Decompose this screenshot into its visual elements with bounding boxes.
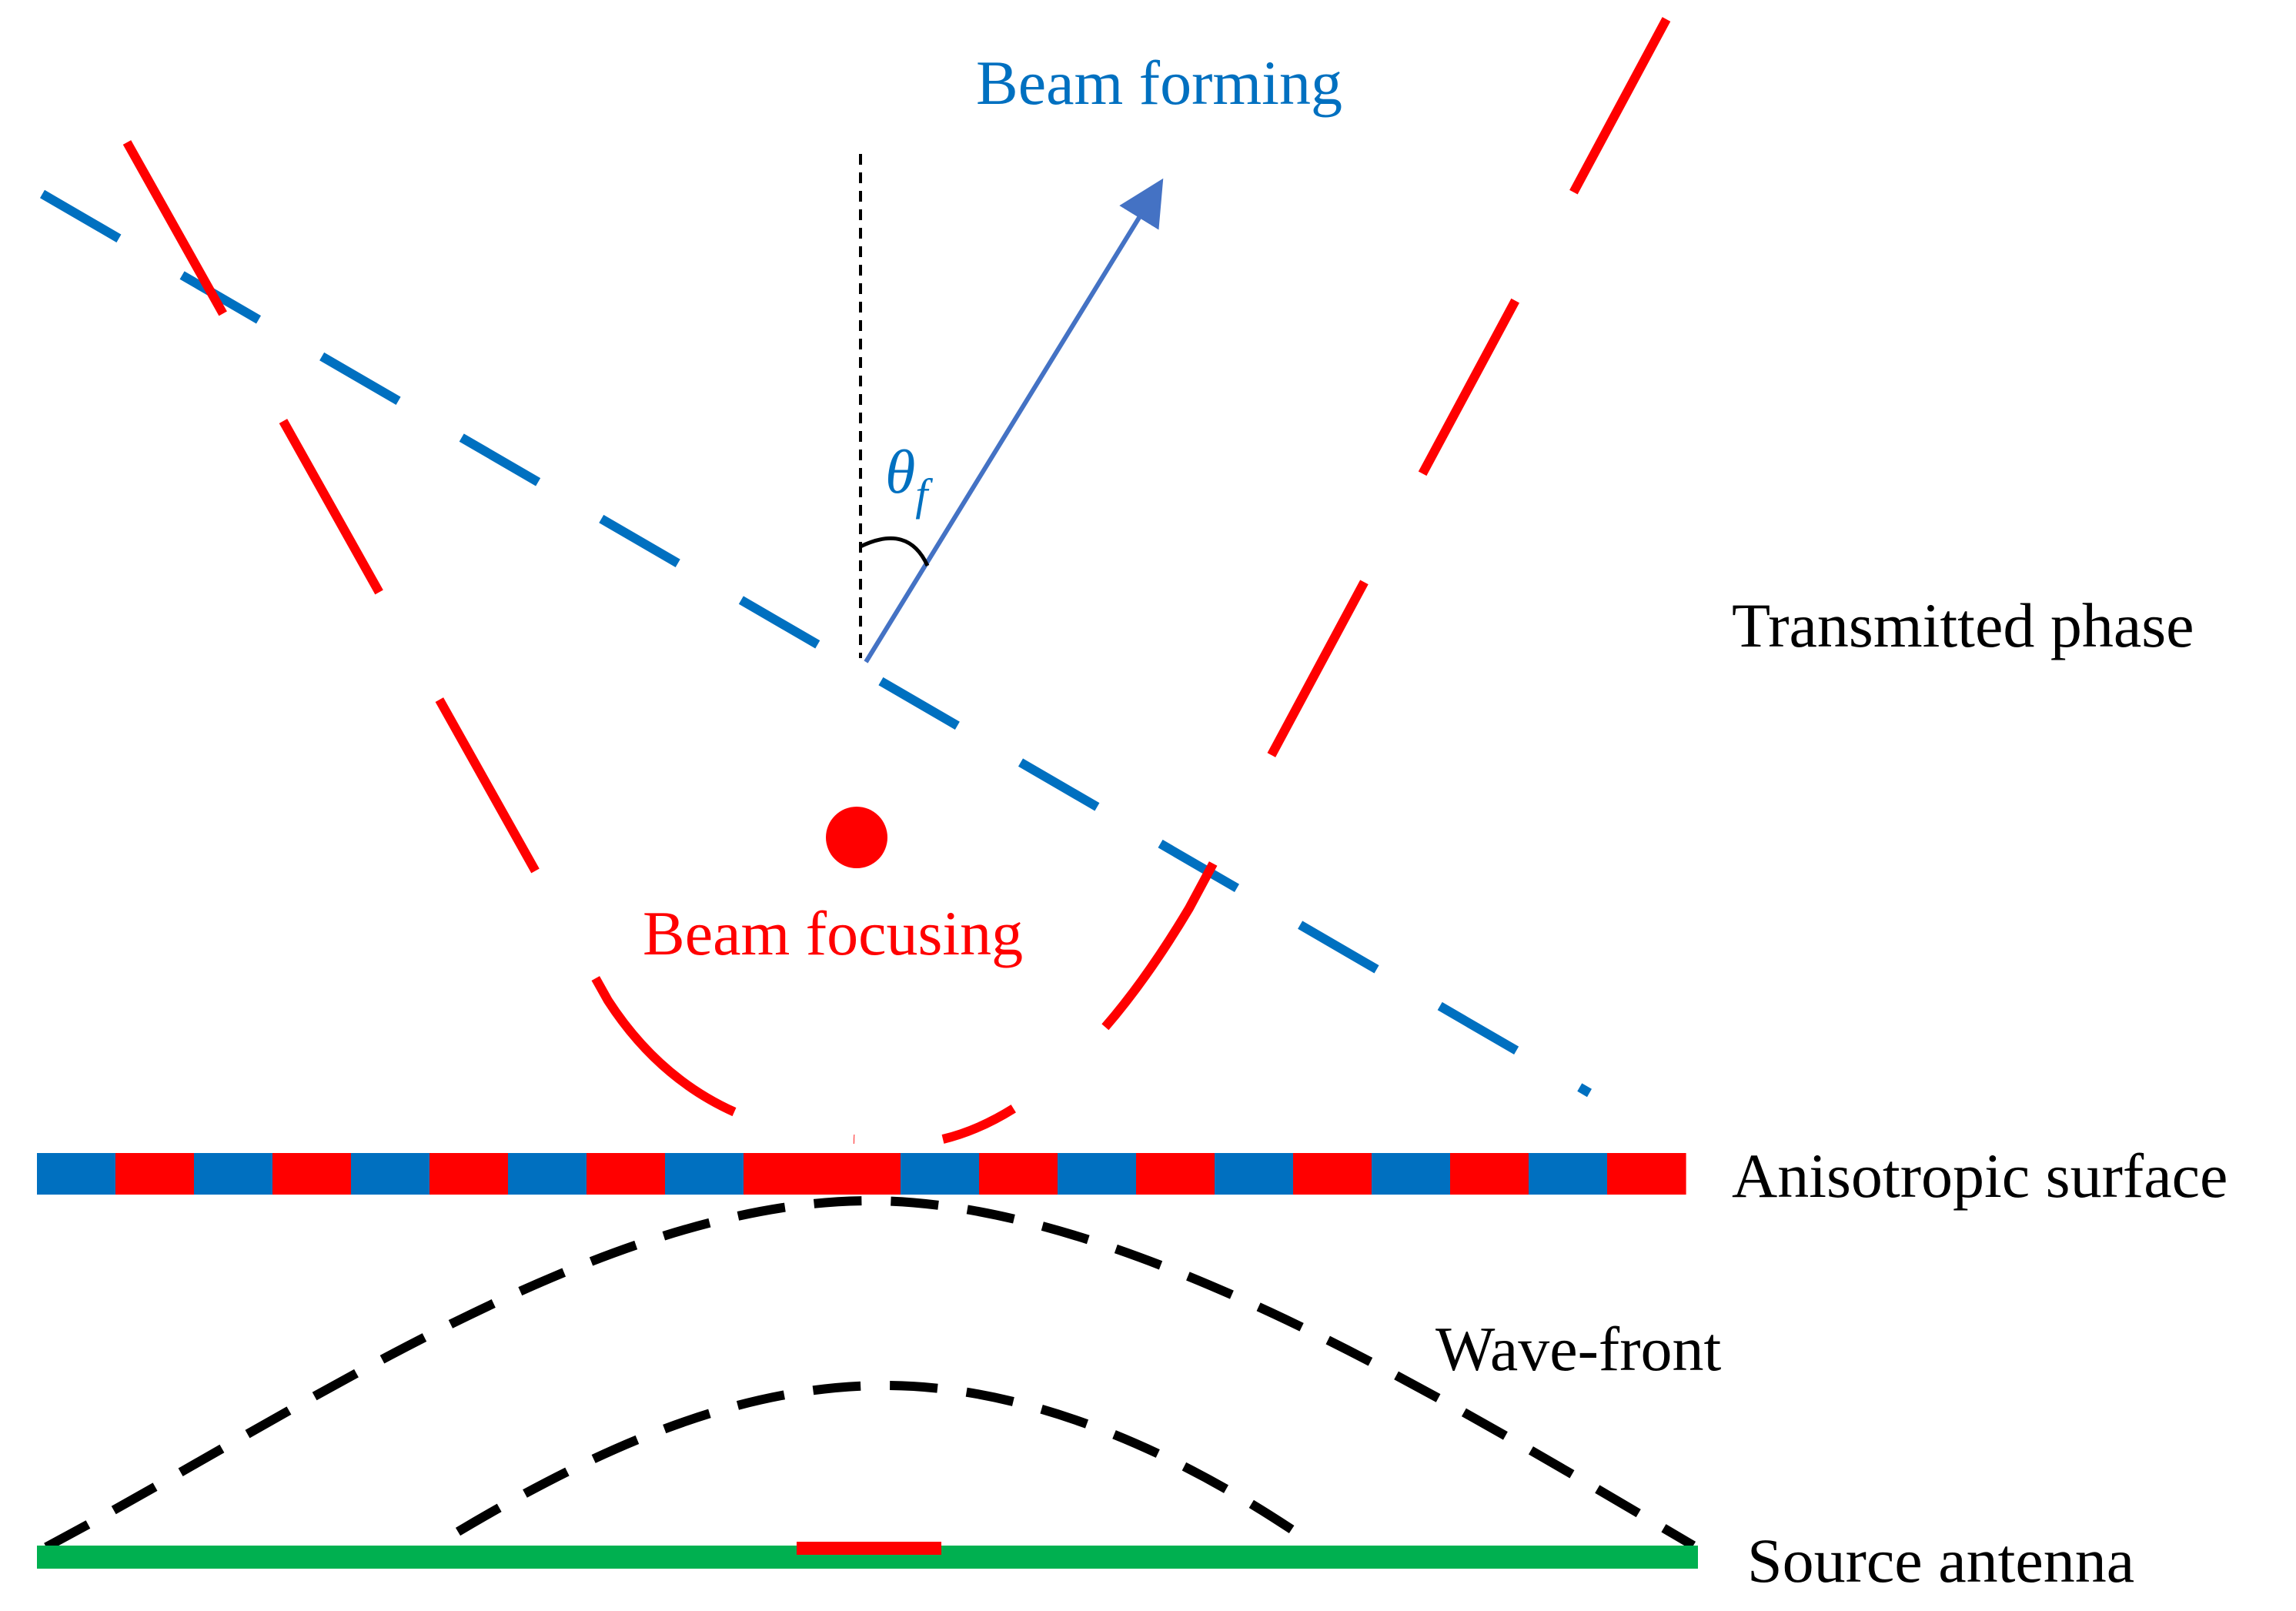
surface-cell-red xyxy=(1293,1153,1372,1195)
anisotropic-surface xyxy=(37,1153,1686,1195)
surface-cell-red xyxy=(115,1153,195,1195)
transmitted-phase-label: Transmitted phase xyxy=(1732,590,2194,660)
beam-forming-arrow xyxy=(864,178,1164,663)
surface-cell-red xyxy=(1607,1153,1686,1195)
surface-cell-red xyxy=(1450,1153,1529,1195)
surface-cell-blue xyxy=(1529,1153,1608,1195)
wave-front-label: Wave-front xyxy=(1435,1314,1722,1384)
surface-cell-red xyxy=(272,1153,352,1195)
surface-cell-red xyxy=(1136,1153,1215,1195)
surface-cell-blue xyxy=(665,1153,744,1195)
surface-cell-red xyxy=(979,1153,1058,1195)
angle-label: θf xyxy=(885,439,933,520)
focusing-phase-front-left xyxy=(122,140,855,1144)
surface-cell-blue xyxy=(351,1153,430,1195)
surface-cell-blue xyxy=(1215,1153,1294,1195)
angle-subscript: f xyxy=(915,470,933,520)
surface-cell-red xyxy=(744,1153,823,1195)
focusing-phase-front-right xyxy=(941,17,1671,1144)
beam-focusing-label: Beam focusing xyxy=(643,898,1023,968)
surface-cell-red xyxy=(822,1153,901,1195)
source-feed xyxy=(797,1542,941,1555)
surface-cell-blue xyxy=(508,1153,587,1195)
surface-cell-red xyxy=(429,1153,509,1195)
surface-cell-blue xyxy=(1058,1153,1137,1195)
surface-cell-blue xyxy=(901,1153,980,1195)
surface-cell-red xyxy=(587,1153,666,1195)
source-antenna-label: Source antenna xyxy=(1747,1526,2134,1596)
angle-symbol: θ xyxy=(885,439,915,506)
surface-cell-blue xyxy=(194,1153,273,1195)
surface-cell-blue xyxy=(1372,1153,1451,1195)
forming-phase-plane xyxy=(39,189,1592,1098)
beam-forming-label: Beam forming xyxy=(976,48,1342,118)
wave-front-outer xyxy=(44,1195,1696,1552)
angle-arc xyxy=(859,536,930,567)
wave-front-inner xyxy=(455,1380,1304,1539)
focal-point xyxy=(826,807,887,868)
anisotropic-surface-label: Anisotropic surface xyxy=(1732,1141,2227,1211)
surface-cell-blue xyxy=(37,1153,116,1195)
